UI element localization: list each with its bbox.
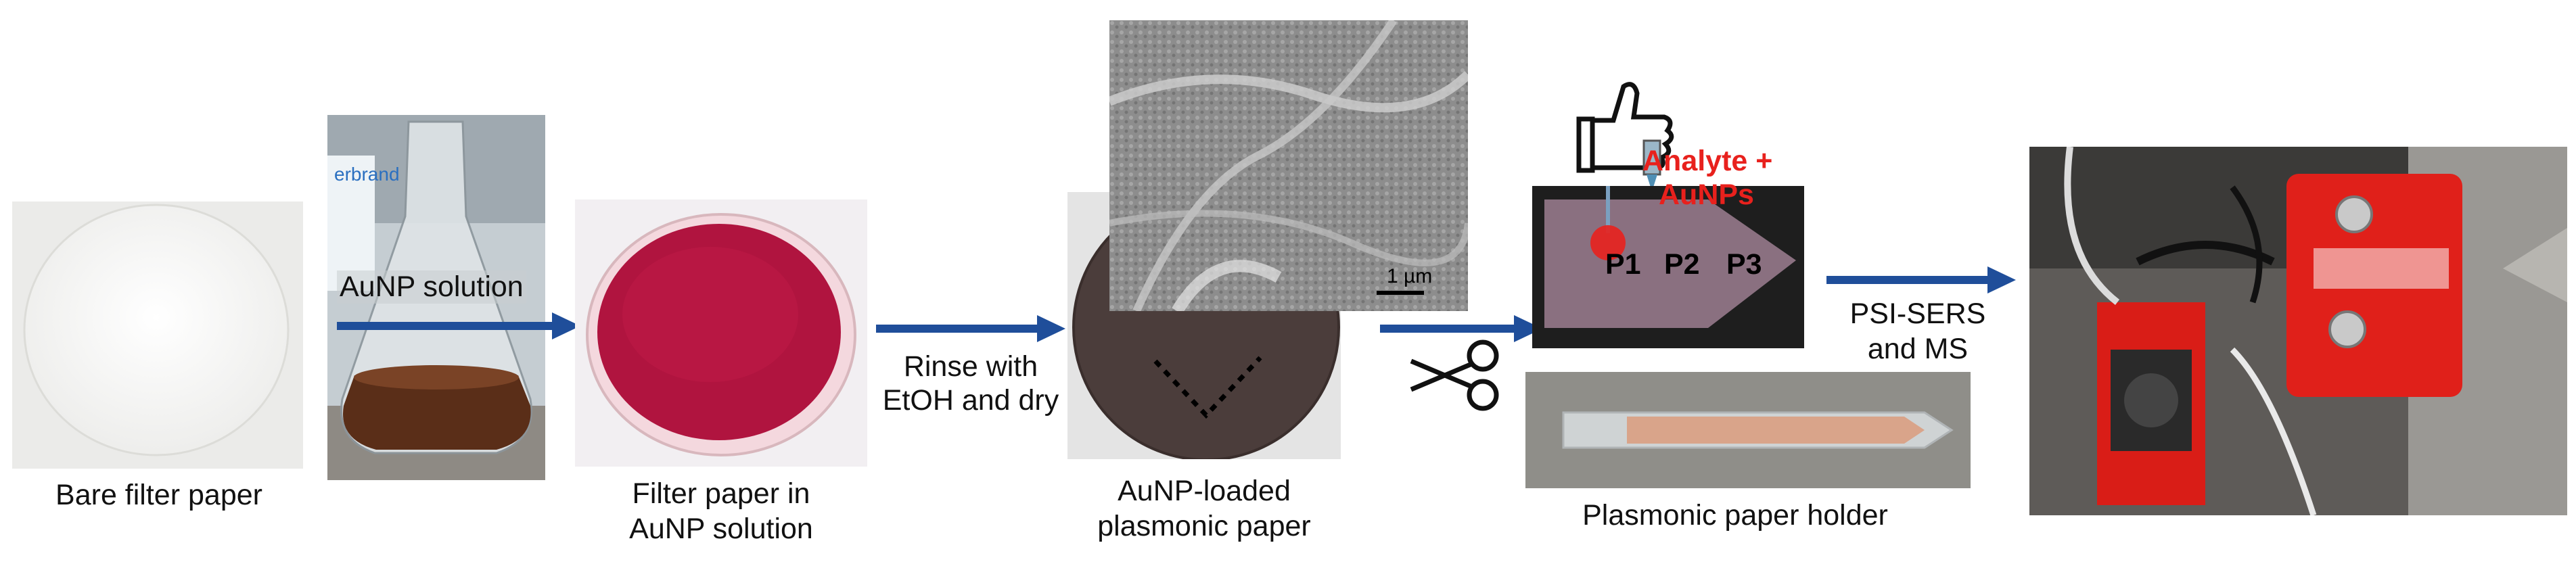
petri-dish	[586, 213, 856, 456]
loaded-caption-line1: AuNP-loaded	[1118, 475, 1291, 507]
analysis-line1: PSI-SERS	[1849, 298, 1986, 330]
arrow-cut	[1380, 315, 1542, 342]
analysis-line2: and MS	[1867, 333, 1969, 365]
bare-filter-paper-caption: Bare filter paper	[55, 479, 262, 511]
sem-scale-bar-label: 1 µm	[1387, 265, 1433, 287]
arrow-to-dish	[337, 312, 580, 339]
bottle-brand-text: erbrand	[334, 164, 400, 185]
dish-caption-line1: Filter paper in	[632, 477, 810, 510]
cut-paper-photo: P1 P2 P3	[1532, 186, 1804, 348]
paper-holder-photo	[1525, 372, 1971, 488]
point-p1: P1	[1605, 248, 1641, 281]
rinse-line2: EtOH and dry	[882, 384, 1059, 417]
arrow-analysis	[1826, 266, 2016, 293]
aunp-solution-label: AuNP solution	[337, 270, 526, 304]
paper-holder	[1525, 372, 1971, 488]
sem-micrograph	[1109, 20, 1468, 311]
sem-image: 1 µm	[1109, 20, 1468, 311]
loaded-caption-line2: plasmonic paper	[1097, 510, 1311, 542]
scissors-icon	[1410, 339, 1499, 411]
arrow-rinse	[876, 315, 1065, 342]
analyte-label-line2: AuNPs	[1659, 179, 1754, 211]
bare-filter-paper-photo	[12, 202, 303, 469]
triangular-paper	[1532, 186, 1804, 348]
holder-caption: Plasmonic paper holder	[1582, 499, 1888, 532]
instrument-photo	[2029, 147, 2567, 515]
filter-paper-disc	[23, 204, 290, 456]
point-p3: P3	[1726, 248, 1762, 281]
rinse-line1: Rinse with	[903, 350, 1038, 383]
analyte-label-line1: Analyte +	[1642, 145, 1773, 177]
thumb-dropper-icon	[1576, 82, 1674, 191]
petri-dish-photo	[575, 199, 867, 467]
point-p2: P2	[1664, 248, 1700, 281]
instrument-setup	[2029, 147, 2567, 515]
dish-caption-line2: AuNP solution	[629, 513, 813, 545]
